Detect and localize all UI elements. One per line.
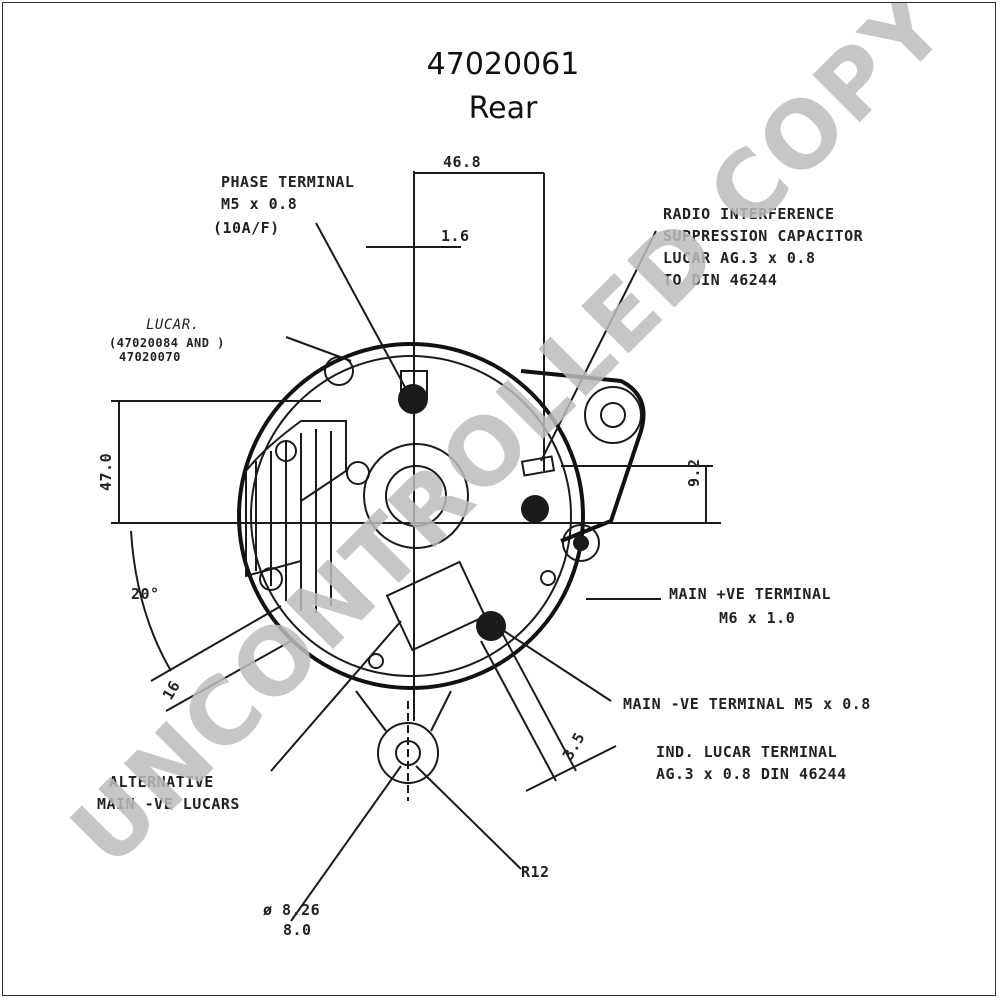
svg-text:SUPPRESSION CAPACITOR: SUPPRESSION CAPACITOR <box>663 227 864 245</box>
part-number: 47020061 <box>426 47 580 82</box>
main-pos-terminal-stud <box>562 524 600 562</box>
housing-outline <box>237 342 585 690</box>
label-phase-terminal: PHASE TERMINAL M5 x 0.8 (10A/F) <box>213 173 354 237</box>
label-main-neg-terminal: MAIN -VE TERMINAL M5 x 0.8 <box>623 695 871 713</box>
svg-text:MAIN +VE TERMINAL: MAIN +VE TERMINAL <box>669 585 831 603</box>
svg-text:PHASE TERMINAL: PHASE TERMINAL <box>221 173 354 191</box>
label-radio-capacitor: RADIO INTERFERENCE SUPPRESSION CAPACITOR… <box>663 205 864 289</box>
svg-text:IND. LUCAR TERMINAL: IND. LUCAR TERMINAL <box>656 743 837 761</box>
svg-text:LUCAR.: LUCAR. <box>146 317 200 333</box>
svg-text:ø 8.26: ø 8.26 <box>263 901 320 919</box>
svg-text:(47020084 AND ): (47020084 AND ) <box>109 336 225 350</box>
bottom-lug <box>355 690 452 801</box>
svg-text:AG.3 x 0.8 DIN 46244: AG.3 x 0.8 DIN 46244 <box>656 765 847 783</box>
housing-inner-outline <box>250 355 572 677</box>
svg-text:47020070: 47020070 <box>119 350 181 364</box>
label-diameter: ø 8.26 8.0 <box>263 901 320 939</box>
svg-text:RADIO INTERFERENCE: RADIO INTERFERENCE <box>663 205 835 223</box>
label-alternative: ALTERNATIVE MAIN -VE LUCARS <box>97 773 240 813</box>
dim-offset-small: 1.6 <box>441 227 470 245</box>
label-ind-lucar-terminal: IND. LUCAR TERMINAL AG.3 x 0.8 DIN 46244 <box>656 743 847 783</box>
leader-lines <box>270 222 661 922</box>
centre-boss <box>363 443 469 549</box>
svg-text:TO DIN 46244: TO DIN 46244 <box>663 271 777 289</box>
dimension-lines <box>111 172 713 792</box>
label-lucar: LUCAR. (47020084 AND ) 47020070 <box>109 317 225 364</box>
svg-text:LUCAR AG.3 x 0.8: LUCAR AG.3 x 0.8 <box>663 249 816 267</box>
capacitor-terminal <box>520 455 556 523</box>
dim-bottom: 3.5 <box>559 729 589 763</box>
label-main-pos-terminal: MAIN +VE TERMINAL M6 x 1.0 <box>669 585 831 627</box>
svg-text:(10A/F): (10A/F) <box>213 219 280 237</box>
rear-view-drawing: PHASE TERMINAL M5 x 0.8 (10A/F) LUCAR. (… <box>51 3 967 939</box>
dim-offset-right: 9.2 <box>685 458 703 487</box>
svg-text:MAIN -VE LUCARS: MAIN -VE LUCARS <box>97 795 240 813</box>
svg-text:M6 x 1.0: M6 x 1.0 <box>719 609 795 627</box>
dim-height-left: 47.0 <box>97 453 115 491</box>
dim-angle: 20° <box>131 585 160 603</box>
centre-bore <box>385 465 447 527</box>
mounting-ear <box>520 369 646 543</box>
centre-lines <box>111 171 721 721</box>
fixing-bolts <box>259 356 556 669</box>
svg-text:8.0: 8.0 <box>283 921 312 939</box>
dim-top-width: 46.8 <box>443 153 481 171</box>
label-radius: R12 <box>521 863 550 881</box>
svg-text:M5 x 0.8: M5 x 0.8 <box>221 195 297 213</box>
view-title: Rear <box>468 91 538 126</box>
svg-text:ALTERNATIVE: ALTERNATIVE <box>109 773 214 791</box>
